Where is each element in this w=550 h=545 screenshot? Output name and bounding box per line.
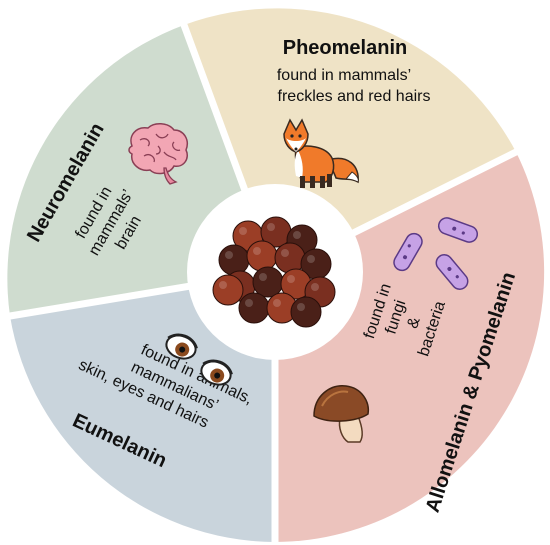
melanin-granule bbox=[212, 274, 244, 306]
eyes-icon bbox=[165, 333, 233, 386]
melanin-granule bbox=[274, 242, 306, 274]
melanin-granule bbox=[252, 266, 284, 298]
melanin-granule-highlight bbox=[311, 283, 319, 291]
brain-icon bbox=[128, 123, 188, 185]
melanin-granule-highlight bbox=[281, 249, 289, 257]
melanin-granule-highlight bbox=[253, 247, 261, 255]
melanin-granules-icon bbox=[212, 216, 336, 328]
segment-eumelanin bbox=[10, 272, 275, 542]
melanin-granule-highlight bbox=[287, 275, 295, 283]
melanin-granule bbox=[290, 296, 322, 328]
melanin-granule-highlight bbox=[273, 299, 281, 307]
melanin-granule-highlight bbox=[293, 231, 301, 239]
melanin-granule-highlight bbox=[245, 299, 253, 307]
melanin-granule-highlight bbox=[239, 227, 247, 235]
melanin-granule-highlight bbox=[225, 251, 233, 259]
melanin-granule bbox=[218, 244, 250, 276]
pheomelanin-desc-line2: freckles and red hairs bbox=[278, 88, 431, 105]
melanin-granule-highlight bbox=[259, 273, 267, 281]
melanin-granule-highlight bbox=[219, 281, 227, 289]
pheomelanin-desc-line1: found in mammals’ bbox=[277, 67, 411, 84]
melanin-granule-highlight bbox=[307, 255, 315, 263]
pheomelanin-title: Pheomelanin bbox=[283, 37, 407, 59]
mushroom-icon bbox=[313, 385, 370, 443]
melanin-granule bbox=[246, 240, 278, 272]
melanin-granule bbox=[238, 292, 270, 324]
bacteria-icon bbox=[393, 217, 479, 290]
melanin-granule-highlight bbox=[267, 223, 275, 231]
melanin-granule-highlight bbox=[297, 303, 305, 311]
fox-icon bbox=[283, 118, 359, 188]
